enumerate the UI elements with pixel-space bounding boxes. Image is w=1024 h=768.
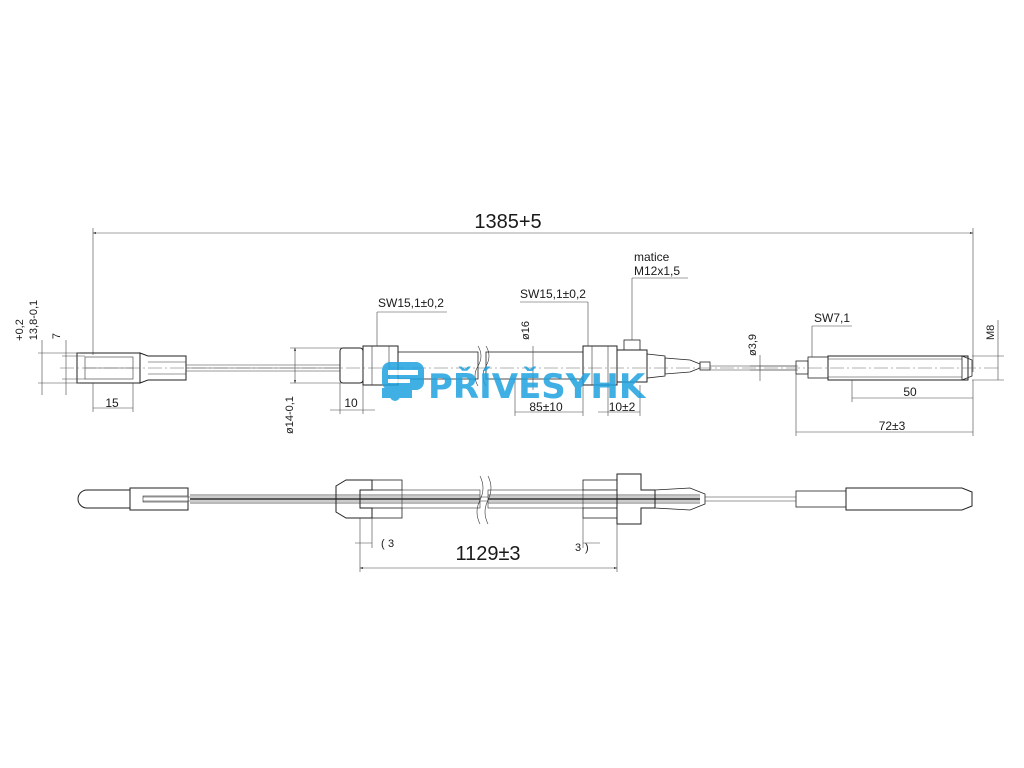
dia-14-label: ø14-0,1 [284,396,296,434]
dim-15-label: 15 [105,396,119,410]
dim-85-label: 85±10 [529,400,563,414]
dim-72-label: 72±3 [879,419,906,433]
right-adjuster [485,339,711,386]
overall-length-label: 1385+5 [474,211,541,233]
bracket-left-icon: ( [381,538,385,550]
nut-label: matice [634,250,670,264]
sleeve-length-label: 1129±3 [455,543,520,565]
top-view: 1385+5 +0,2 13,8-0,1 7 15 [14,211,1004,436]
dim-10-right-label: 10±2 [609,400,636,414]
tolerance-lower-label: 13,8-0,1 [28,300,40,340]
thread-m8-label: M8 [985,325,997,340]
dia-16-label: ø16 [520,321,532,340]
dia-3-9-label: ø3,9 [747,334,759,356]
nut-thread-label: M12x1,5 [634,264,680,278]
bracket-right-icon: ) [585,542,589,554]
brand-watermark: PŘÍVĚSYHK [382,362,647,407]
dim-3-right-label: 3 [575,542,581,554]
sw-small-label: SW7,1 [814,311,850,325]
trailer-logo-icon [382,362,424,401]
sw-left-label: SW15,1±0,2 [378,296,444,310]
dim-7-label: 7 [51,333,63,339]
brand-watermark-text: PŘÍVĚSYHK [428,366,647,407]
section-view: 1129±3 ( 3 3 ) [77,473,973,572]
dim-50-label: 50 [903,385,917,399]
tolerance-upper-label: +0,2 [14,319,26,341]
dim-10-left-label: 10 [344,396,358,410]
dim-3-left-label: 3 [388,538,394,550]
sw-right-label: SW15,1±0,2 [520,287,586,301]
